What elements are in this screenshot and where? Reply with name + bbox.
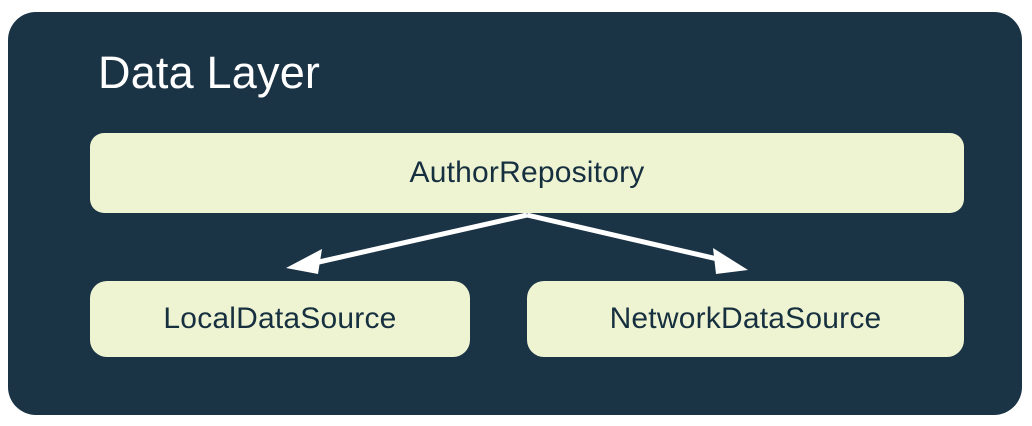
node-author-repository[interactable]: AuthorRepository [90,133,964,213]
node-network-data-source[interactable]: NetworkDataSource [527,281,964,357]
node-network-data-source-label: NetworkDataSource [609,302,882,335]
node-local-data-source-label: LocalDataSource [163,302,397,335]
node-local-data-source[interactable]: LocalDataSource [90,281,470,357]
node-author-repository-label: AuthorRepository [409,156,645,189]
layer-title: Data Layer [98,47,321,98]
